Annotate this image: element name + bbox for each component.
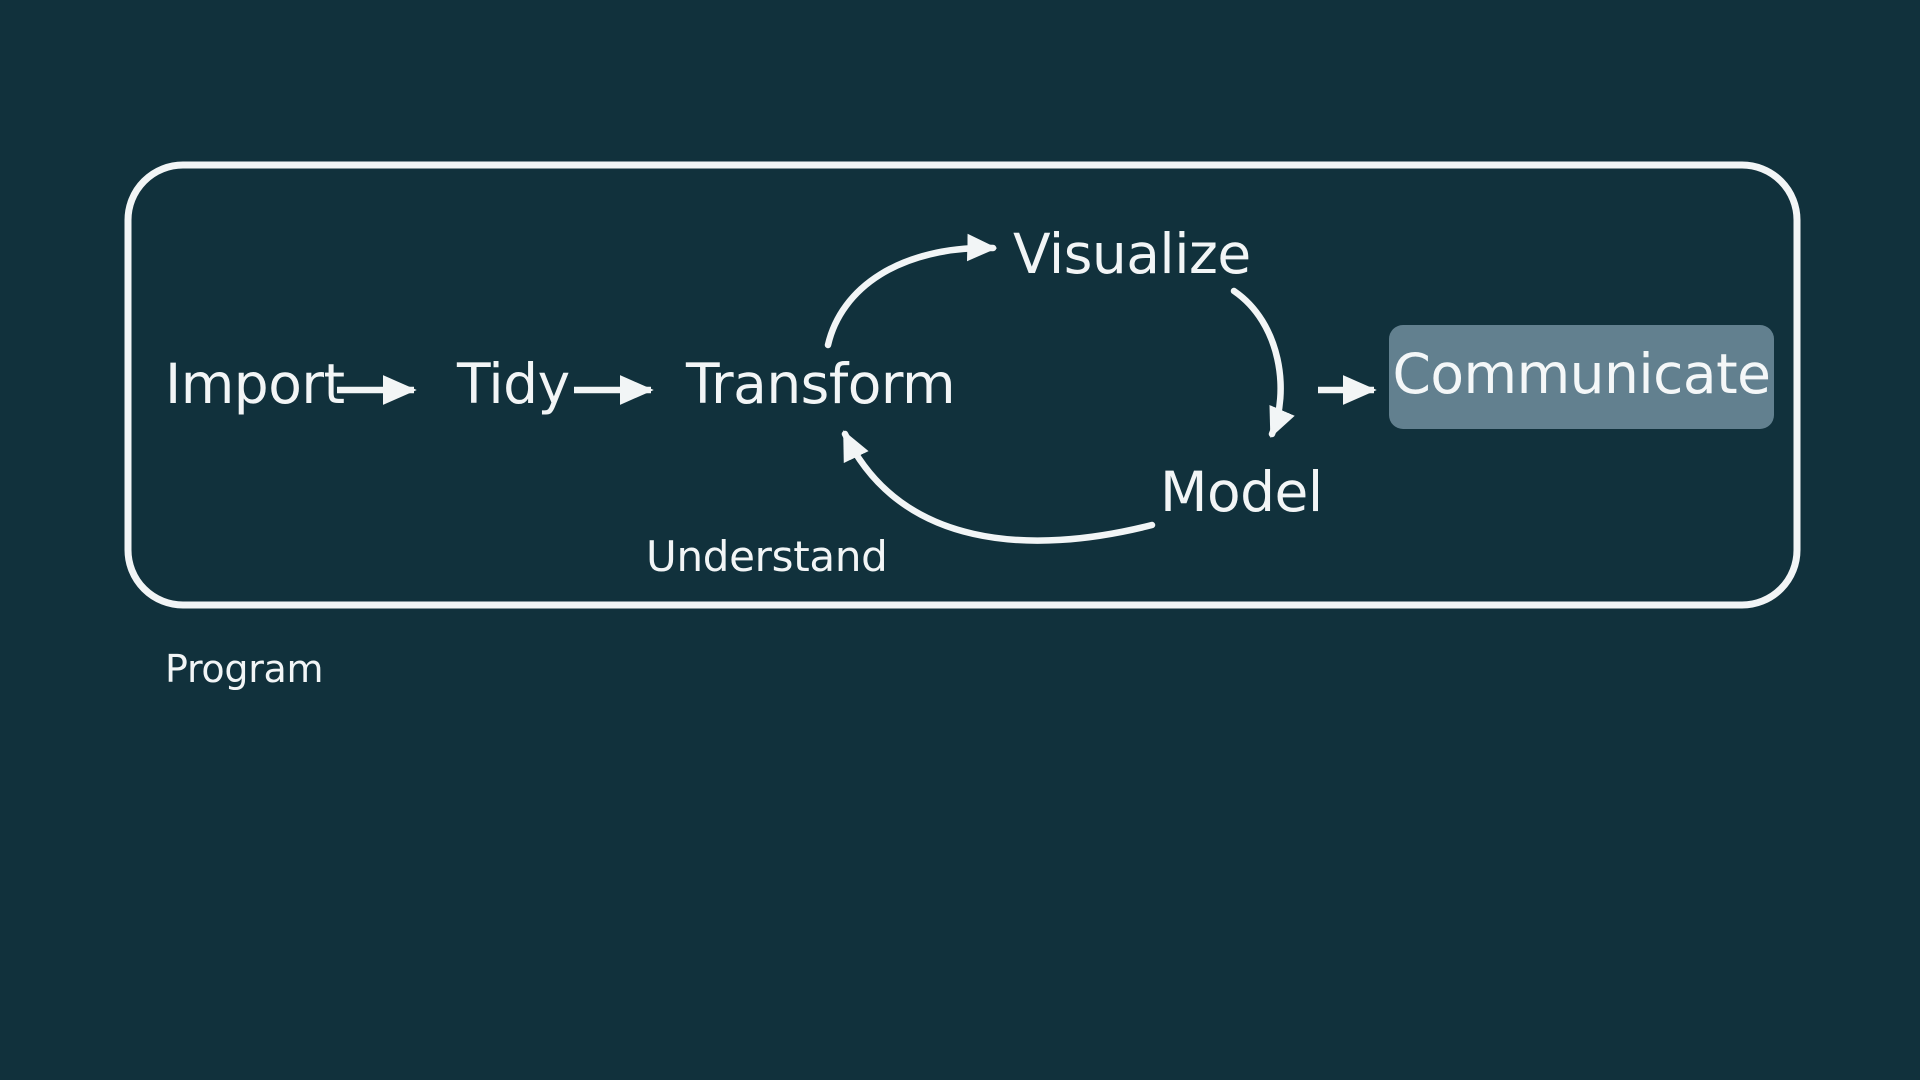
node-visualize[interactable]: Visualize — [1013, 222, 1251, 286]
arrow-model-to-transform — [841, 430, 1156, 544]
annotation-understand: Understand — [646, 532, 888, 581]
annotation-program: Program — [165, 647, 324, 691]
arrow-visualize-to-model — [1230, 287, 1295, 438]
node-communicate[interactable]: Communicate — [1389, 325, 1774, 429]
node-model[interactable]: Model — [1160, 460, 1323, 524]
program-frame-border — [124, 161, 1801, 609]
arrow-transform-to-visualize — [824, 233, 998, 349]
node-communicate-label: Communicate — [1392, 342, 1771, 406]
node-import[interactable]: Import — [165, 352, 345, 416]
node-tidy[interactable]: Tidy — [457, 352, 570, 416]
node-transform[interactable]: Transform — [686, 352, 956, 416]
